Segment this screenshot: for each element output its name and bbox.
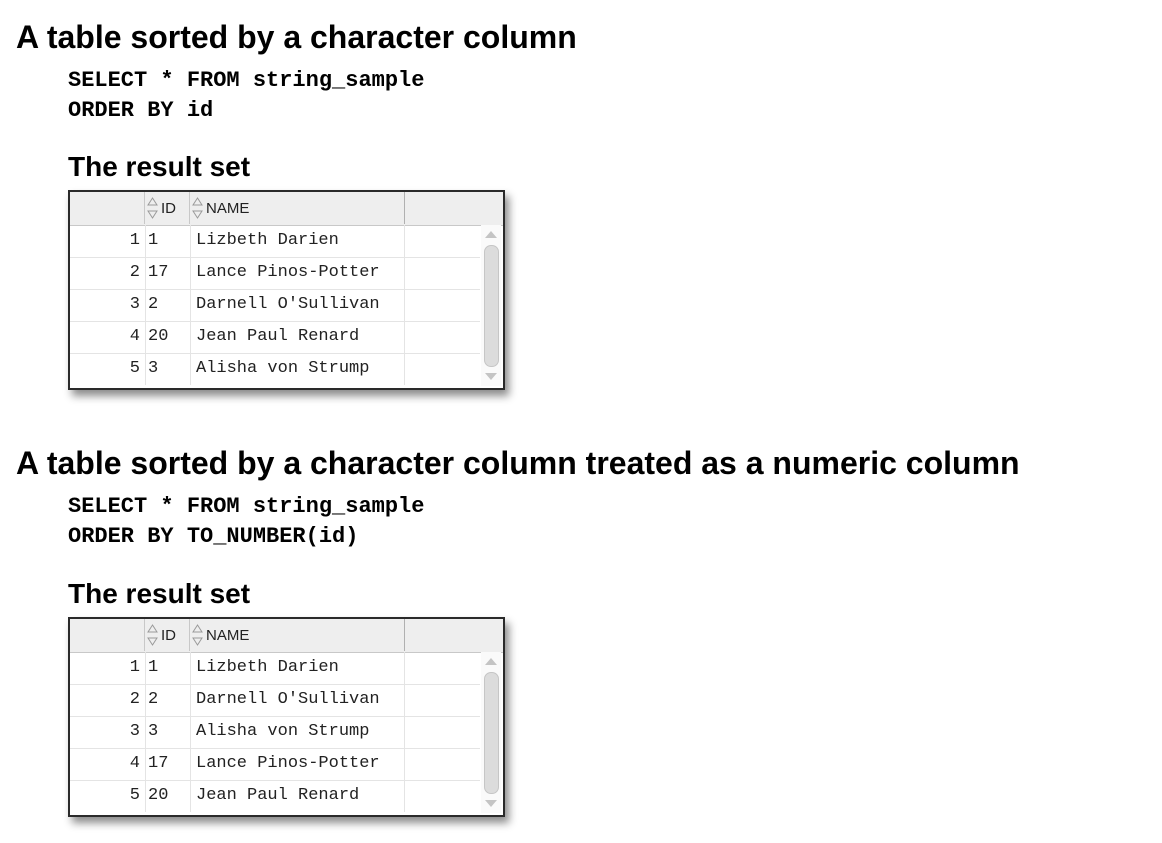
cell-name[interactable]: Alisha von Strump <box>192 716 405 748</box>
section-character-sort: A table sorted by a character column SEL… <box>0 0 1162 420</box>
sort-arrows-icon[interactable] <box>147 197 158 219</box>
scrollbar-thumb[interactable] <box>484 245 499 367</box>
sql-line-2: ORDER BY TO_NUMBER(id) <box>68 524 359 549</box>
cell-name[interactable]: Lizbeth Darien <box>192 225 405 257</box>
grid-header: ID NAME <box>70 192 503 226</box>
cell-id[interactable]: 3 <box>145 716 191 748</box>
cell-id[interactable]: 20 <box>145 321 191 353</box>
cell-id[interactable]: 17 <box>145 257 191 289</box>
scroll-down-arrow-icon[interactable] <box>485 800 497 807</box>
cell-name[interactable]: Lizbeth Darien <box>192 652 405 684</box>
column-header-name[interactable]: NAME <box>190 192 405 224</box>
scroll-down-arrow-icon[interactable] <box>485 373 497 380</box>
cell-name[interactable]: Lance Pinos-Potter <box>192 748 405 780</box>
column-header-id[interactable]: ID <box>144 192 190 224</box>
table-row[interactable]: 2 2 Darnell O'Sullivan <box>70 684 480 717</box>
column-header-name-label: NAME <box>206 199 250 217</box>
result-grid[interactable]: ID NAME 1 1 Lizbeth Darien 2 17 Lance Pi… <box>68 190 505 390</box>
row-number: 5 <box>129 786 140 805</box>
sort-arrows-icon[interactable] <box>192 624 203 646</box>
table-row[interactable]: 2 17 Lance Pinos-Potter <box>70 257 480 290</box>
row-number: 1 <box>129 231 140 250</box>
scrollbar-thumb[interactable] <box>484 672 499 794</box>
table-row[interactable]: 4 17 Lance Pinos-Potter <box>70 748 480 781</box>
cell-name[interactable]: Darnell O'Sullivan <box>192 289 405 321</box>
scroll-up-arrow-icon[interactable] <box>485 231 497 238</box>
column-header-name[interactable]: NAME <box>190 619 405 651</box>
row-number: 3 <box>129 722 140 741</box>
row-number: 3 <box>129 295 140 314</box>
table-row[interactable]: 1 1 Lizbeth Darien <box>70 652 480 685</box>
cell-id[interactable]: 2 <box>145 684 191 716</box>
table-row[interactable]: 5 3 Alisha von Strump <box>70 353 480 385</box>
result-grid[interactable]: ID NAME 1 1 Lizbeth Darien 2 2 Darnell O… <box>68 617 505 817</box>
vertical-scrollbar[interactable] <box>481 652 501 813</box>
table-row[interactable]: 1 1 Lizbeth Darien <box>70 225 480 258</box>
row-number: 2 <box>129 690 140 709</box>
sql-line-2: ORDER BY id <box>68 98 214 123</box>
row-number: 4 <box>129 754 140 773</box>
cell-id[interactable]: 3 <box>145 353 191 385</box>
table-row[interactable]: 4 20 Jean Paul Renard <box>70 321 480 354</box>
result-set-label: The result set <box>68 578 251 609</box>
row-number: 2 <box>129 263 140 282</box>
sort-arrows-icon[interactable] <box>147 624 158 646</box>
sort-arrows-icon[interactable] <box>192 197 203 219</box>
grid-header: ID NAME <box>70 619 503 653</box>
sql-line-1: SELECT * FROM string_sample <box>68 494 425 519</box>
result-set-label: The result set <box>68 151 251 182</box>
row-number: 1 <box>129 658 140 677</box>
section-heading: A table sorted by a character column tre… <box>16 445 1020 481</box>
cell-name[interactable]: Jean Paul Renard <box>192 780 405 812</box>
cell-id[interactable]: 1 <box>145 652 191 684</box>
cell-name[interactable]: Alisha von Strump <box>192 353 405 385</box>
table-row[interactable]: 3 2 Darnell O'Sullivan <box>70 289 480 322</box>
row-number: 4 <box>129 327 140 346</box>
table-row[interactable]: 3 3 Alisha von Strump <box>70 716 480 749</box>
table-row[interactable]: 5 20 Jean Paul Renard <box>70 780 480 812</box>
column-header-id[interactable]: ID <box>144 619 190 651</box>
cell-name[interactable]: Lance Pinos-Potter <box>192 257 405 289</box>
column-header-id-label: ID <box>161 626 176 644</box>
column-header-name-label: NAME <box>206 626 250 644</box>
cell-id[interactable]: 1 <box>145 225 191 257</box>
vertical-scrollbar[interactable] <box>481 225 501 386</box>
cell-id[interactable]: 17 <box>145 748 191 780</box>
cell-name[interactable]: Jean Paul Renard <box>192 321 405 353</box>
row-number: 5 <box>129 359 140 378</box>
scroll-up-arrow-icon[interactable] <box>485 658 497 665</box>
cell-id[interactable]: 20 <box>145 780 191 812</box>
section-heading: A table sorted by a character column <box>16 19 577 55</box>
cell-name[interactable]: Darnell O'Sullivan <box>192 684 405 716</box>
column-header-id-label: ID <box>161 199 176 217</box>
sql-line-1: SELECT * FROM string_sample <box>68 68 425 93</box>
section-numeric-sort: A table sorted by a character column tre… <box>0 426 1162 843</box>
cell-id[interactable]: 2 <box>145 289 191 321</box>
